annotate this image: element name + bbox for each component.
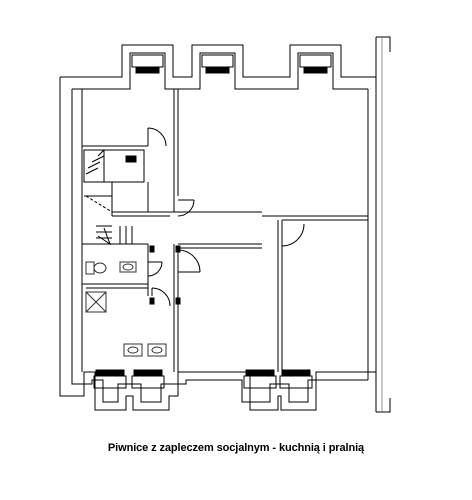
right-wall-strip [367,36,391,413]
doors [147,127,305,307]
floor-plan-drawing [59,36,391,413]
fixtures [85,261,167,357]
windows-top [131,54,332,74]
wall-markers [149,245,181,305]
staircase [83,149,145,246]
plan-caption: Piwnice z zapleczem socjalnym - kuchnią … [107,442,365,454]
interior-walls [81,89,368,372]
outer-wall [59,44,376,411]
windows-bottom [93,369,313,389]
